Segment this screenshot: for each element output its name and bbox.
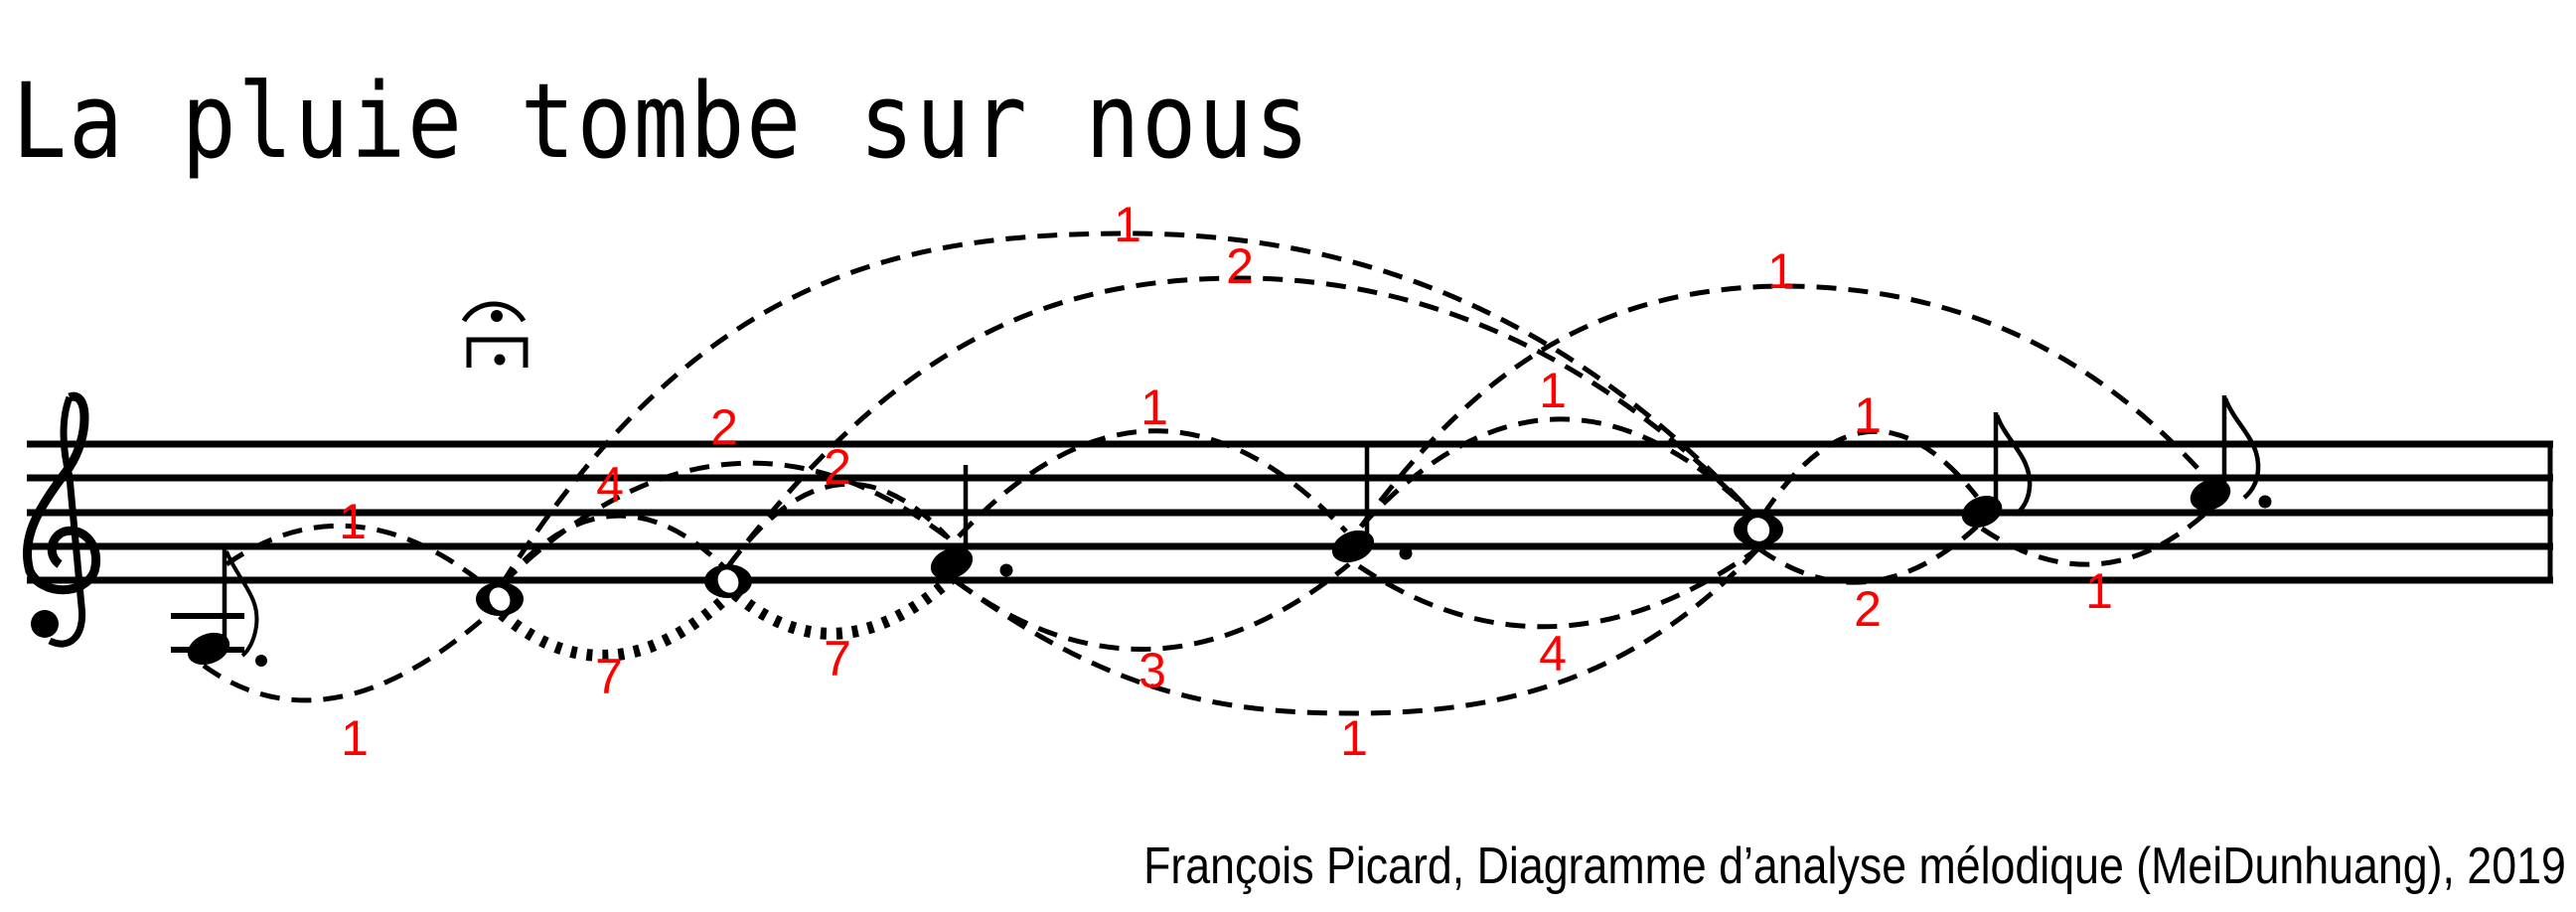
staff [27,440,2553,584]
label-6-7-above: 1 [1854,387,1882,443]
note-3-e4-whole [704,564,752,598]
note-7-b4-eighth [1961,412,2033,528]
label-4-5-above: 1 [1140,380,1168,435]
note-6-a4-whole [1734,513,1783,546]
label-5-8-top: 1 [1767,243,1795,299]
label-2-4-above: 2 [710,399,738,455]
label-2-6-top: 1 [1114,197,1141,252]
note-4-f4-dotted-quarter [930,465,1013,580]
attribution-caption: François Picard, Diagramme d’analyse mél… [1143,837,2566,895]
note-2-d4-whole [476,582,524,616]
label-4-6-below: 1 [1340,710,1368,766]
label-3-6-top: 2 [1226,238,1254,294]
label-6-7-below: 2 [1854,581,1882,637]
label-7-8-below: 1 [2085,563,2113,619]
label-4-5-below: 3 [1138,643,1166,698]
fermata-icon [461,301,529,368]
interval-labels: 1 1 4 7 2 2 7 1 2 1 3 1 1 4 1 1 2 1 [339,197,2113,766]
diagram-title: La pluie tombe sur nous [12,61,1311,182]
note-1-a3-dotted-eighth [171,549,267,667]
label-3-4-above: 2 [824,439,851,495]
melodic-arcs [202,230,2209,716]
note-8-c5-dotted-eighth [2190,395,2272,511]
label-5-6-above: 1 [1539,363,1567,418]
label-1-2-below: 1 [341,710,369,766]
treble-clef-icon [22,391,100,648]
label-2-3-below: 7 [595,649,623,704]
label-5-6-below: 4 [1539,626,1567,682]
note-5-g4-dotted-quarter [1331,444,1413,563]
label-1-2-above: 1 [339,494,367,549]
label-3-4-below: 7 [824,631,851,686]
label-2-3-above: 4 [596,457,624,513]
